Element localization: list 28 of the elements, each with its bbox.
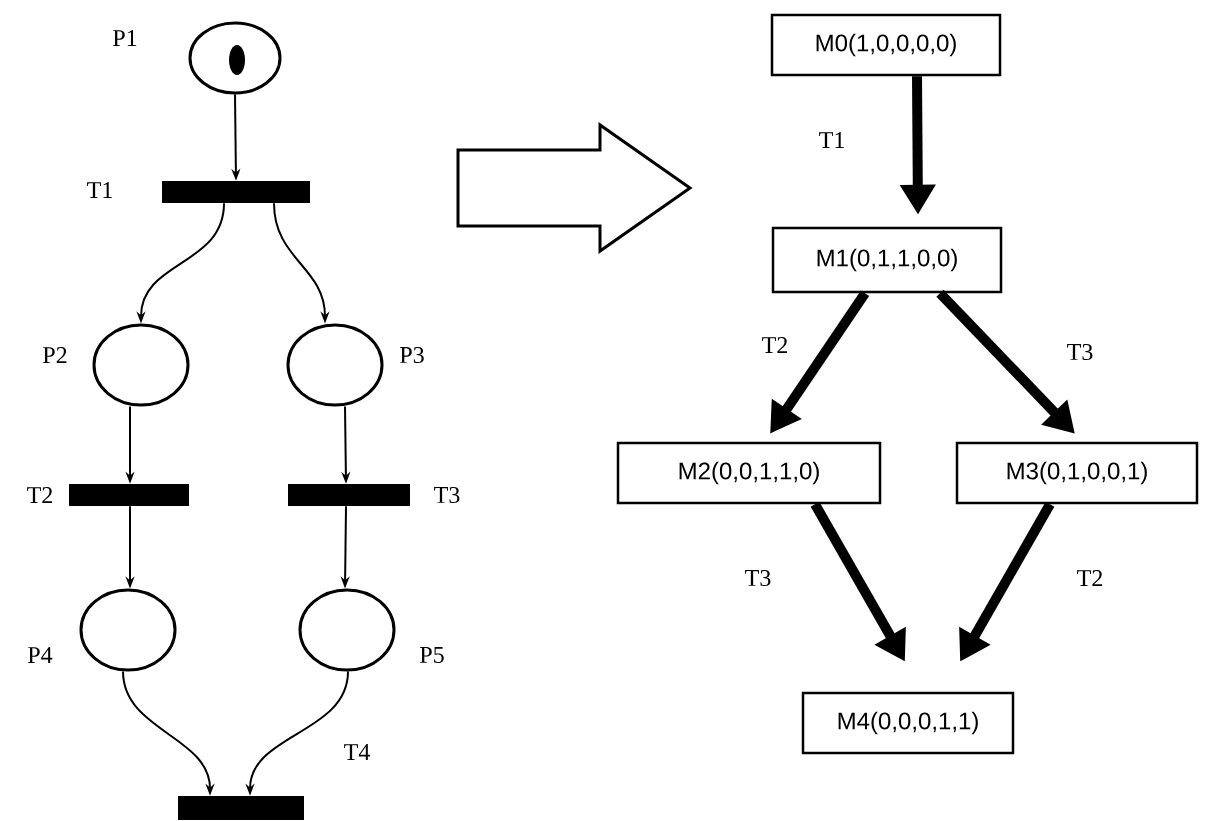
transition-bar (69, 484, 189, 506)
node-label: T4 (344, 744, 370, 760)
node-label: T1 (87, 182, 112, 198)
node-label: P5 (420, 647, 444, 663)
state-box: M3(0,1,0,0,1) (955, 441, 1199, 505)
node-label: P4 (28, 647, 53, 663)
state-box: M4(0,0,0,1,1) (801, 691, 1015, 755)
place-circle (92, 323, 190, 407)
state-box: M0(1,0,0,0,0) (770, 13, 1002, 77)
transition-bar (162, 181, 310, 203)
transition-bar (178, 796, 304, 820)
node-label: P1 (113, 30, 137, 46)
state-box: M1(0,1,1,0,0) (771, 226, 1003, 294)
edge-label: T3 (743, 568, 773, 588)
transition-bar (288, 484, 410, 506)
place-circle (188, 21, 282, 95)
place-circle (286, 323, 384, 407)
node-label: T2 (27, 487, 52, 503)
node-label: P2 (43, 347, 67, 363)
edge-label: T3 (1065, 342, 1095, 362)
edge-label: T1 (817, 131, 847, 149)
place-circle (298, 588, 396, 672)
edge-label: T2 (760, 336, 790, 354)
node-label: P3 (400, 346, 424, 364)
edge-label: T2 (1075, 569, 1105, 587)
place-circle (79, 588, 177, 672)
state-box: M2(0,0,1,1,0) (616, 441, 882, 505)
node-label: T3 (434, 486, 460, 504)
